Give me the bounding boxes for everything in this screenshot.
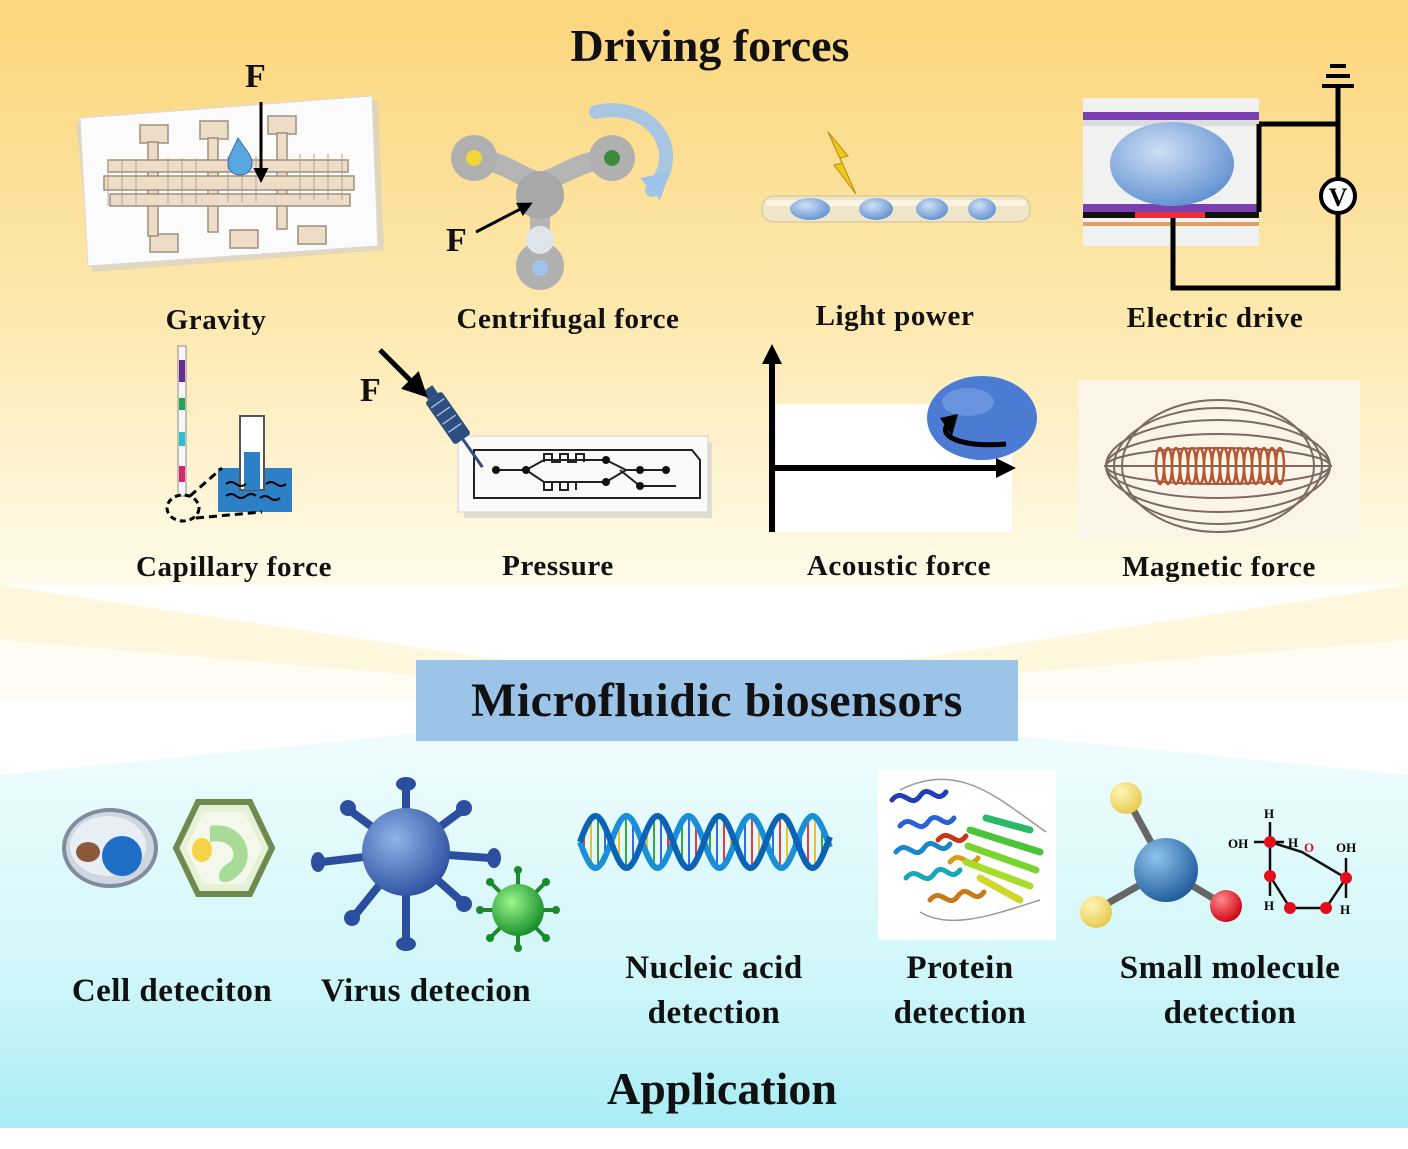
label-pressure: Pressure (502, 550, 614, 582)
centrifugal-illustration (451, 103, 674, 290)
force-marker-gravity: F (245, 58, 266, 95)
label-nucleic-acid-line1: Nucleic acid (625, 950, 803, 986)
chem-h-bottom-left: H (1264, 898, 1274, 913)
driving-forces-title: Driving forces (570, 20, 850, 71)
label-cell-detection: Cell deteciton (71, 973, 273, 1009)
protein-illustration (878, 770, 1056, 940)
virus-illustration (311, 777, 560, 952)
label-magnetic-force: Magnetic force (1122, 551, 1316, 583)
label-virus-detection: Virus detecion (320, 973, 532, 1009)
pressure-illustration (378, 348, 712, 518)
label-centrifugal-force: Centrifugal force (456, 303, 680, 335)
label-nucleic-acid-line2: detection (647, 995, 781, 1031)
light-power-illustration (761, 131, 1031, 223)
voltmeter-symbol: V (1329, 183, 1348, 212)
label-light-power: Light power (815, 300, 975, 332)
chem-oh-right: OH (1336, 840, 1356, 855)
dna-illustration (577, 812, 833, 872)
magnetic-illustration (1078, 380, 1360, 540)
microfluidic-biosensors-box: Microfluidic biosensors (416, 660, 1018, 741)
label-gravity: Gravity (165, 304, 267, 336)
label-acoustic-force: Acoustic force (806, 550, 992, 582)
electric-drive-illustration (1083, 64, 1357, 291)
acoustic-illustration (762, 344, 1037, 532)
label-electric-drive: Electric drive (1126, 302, 1304, 334)
chem-h-bottom-right: H (1340, 902, 1350, 917)
small-molecule-illustration: OH H H O OH H H (1080, 782, 1356, 928)
capillary-illustration (165, 345, 292, 523)
label-protein-line1: Protein (906, 950, 1014, 986)
chem-h-mid: H (1288, 835, 1298, 850)
chem-h-top: H (1264, 806, 1274, 821)
label-capillary-force: Capillary force (135, 551, 333, 583)
force-marker-centrifugal: F (446, 222, 467, 259)
label-small-molecule-line2: detection (1163, 995, 1297, 1031)
chem-oh-left: OH (1228, 836, 1248, 851)
cell-illustration (62, 799, 276, 897)
label-protein-line2: detection (893, 995, 1027, 1031)
label-small-molecule-line1: Small molecule (1119, 950, 1341, 986)
microfluidic-biosensors-title: Microfluidic biosensors (471, 674, 963, 727)
gravity-illustration (76, 95, 384, 272)
application-title: Application (606, 1063, 838, 1114)
force-marker-pressure: F (360, 372, 381, 409)
chem-o-ring: O (1304, 840, 1314, 855)
